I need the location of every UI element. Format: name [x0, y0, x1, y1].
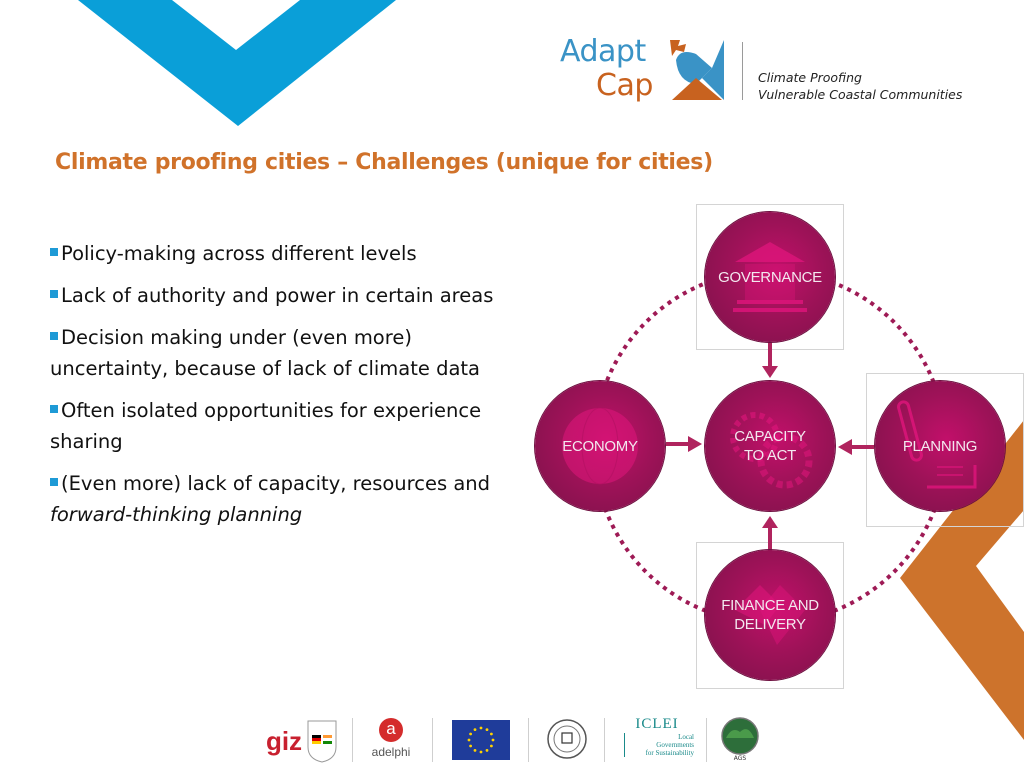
- iclei-line: Local: [678, 733, 694, 741]
- logo-tagline: Climate Proofing Vulnerable Coastal Comm…: [758, 69, 962, 103]
- bullet-emphasis: forward-thinking planning: [50, 503, 303, 526]
- logo-separator: [528, 718, 529, 762]
- adelphi-wordmark: adelphi: [371, 744, 411, 759]
- iclei-wordmark: ICLEI: [635, 716, 679, 732]
- bullet-square-icon: [50, 332, 58, 340]
- bullet-square-icon: [50, 248, 58, 256]
- adaptcap-logo: Adapt Cap Climate Proofing Vulnerable Co…: [558, 34, 988, 116]
- eu-flag-icon: [452, 720, 510, 760]
- ags-seal-icon: AGS: [721, 717, 759, 762]
- tagline-line-1: Climate Proofing: [758, 70, 862, 85]
- bullet-square-icon: [50, 478, 58, 486]
- slide-title: Climate proofing cities – Challenges (un…: [55, 150, 713, 175]
- node-capacity-to-act: CAPACITY TO ACT: [705, 381, 835, 511]
- bullet-list: Policy-making across different levels La…: [50, 238, 520, 541]
- bullet-text: Lack of authority and power in certain a…: [61, 284, 494, 307]
- node-label-line2: TO ACT: [743, 447, 797, 464]
- node-label: PLANNING: [902, 437, 978, 455]
- node-label-line1: CAPACITY: [734, 428, 806, 445]
- avws-seal-icon: [547, 719, 587, 759]
- logo-separator: [352, 718, 353, 762]
- node-governance: GOVERNANCE: [705, 212, 835, 342]
- bullet-square-icon: [50, 405, 58, 413]
- partner-logos-footer: giz a adelphi ICLEI Local Governments fo…: [0, 708, 1024, 768]
- adaptcap-mark-icon: [670, 40, 724, 100]
- giz-wordmark: giz: [265, 725, 303, 756]
- iclei-line: Governments: [656, 741, 694, 749]
- bullet-text: Policy-making across different levels: [61, 242, 417, 265]
- node-label: CAPACITY TO ACT: [734, 427, 806, 465]
- node-label-line2: DELIVERY: [734, 616, 806, 633]
- bullet-text: Often isolated opportunities for experie…: [50, 399, 482, 453]
- orange-chevron-decoration: [900, 420, 1024, 740]
- node-label-line1: FINANCE AND: [721, 597, 819, 614]
- node-planning: PLANNING: [875, 381, 1005, 511]
- logo-divider: [742, 42, 743, 100]
- bullet-item: Often isolated opportunities for experie…: [50, 395, 520, 457]
- bullet-item: Lack of authority and power in certain a…: [50, 280, 520, 311]
- bullet-square-icon: [50, 290, 58, 298]
- blue-chevron-decoration: [78, 0, 396, 126]
- iclei-tagline: Local Governments for Sustainability: [624, 733, 694, 757]
- iclei-line: for Sustainability: [645, 749, 694, 757]
- iclei-logo: ICLEI Local Governments for Sustainabili…: [620, 716, 694, 766]
- bullet-item: (Even more) lack of capacity, resources …: [50, 468, 520, 530]
- node-finance-and-delivery: FINANCE AND DELIVERY: [705, 550, 835, 680]
- logo-separator: [706, 718, 707, 762]
- node-label: GOVERNANCE: [718, 268, 822, 286]
- handshake-icon: [735, 585, 805, 645]
- bullet-text: Decision making under (even more) uncert…: [50, 326, 480, 380]
- node-label: ECONOMY: [562, 437, 638, 455]
- bullet-text: (Even more) lack of capacity, resources …: [61, 472, 491, 495]
- giz-logo: giz: [262, 718, 342, 764]
- capacity-diagram: GOVERNANCE ECONOMY CAPACITY TO ACT PLANNI…: [520, 200, 1024, 700]
- logo-separator: [432, 718, 433, 762]
- pencil-paper-icon: [897, 400, 977, 489]
- logo-separator: [604, 718, 605, 762]
- building-icon: [733, 242, 807, 312]
- tagline-line-2: Vulnerable Coastal Communities: [758, 87, 963, 102]
- logo-word-cap: Cap: [596, 68, 653, 103]
- node-economy: ECONOMY: [535, 381, 665, 511]
- adelphi-logo: a adelphi: [366, 712, 416, 764]
- cooperation-shield-icon: [307, 720, 337, 763]
- globe-icon: [562, 407, 638, 485]
- adelphi-a-icon: a: [379, 717, 403, 742]
- bullet-item: Policy-making across different levels: [50, 238, 520, 269]
- logo-word-adapt: Adapt: [560, 34, 646, 69]
- bullet-item: Decision making under (even more) uncert…: [50, 322, 520, 384]
- node-label: FINANCE AND DELIVERY: [721, 596, 819, 634]
- gears-icon: [730, 412, 813, 489]
- ags-text: AGS: [734, 755, 747, 762]
